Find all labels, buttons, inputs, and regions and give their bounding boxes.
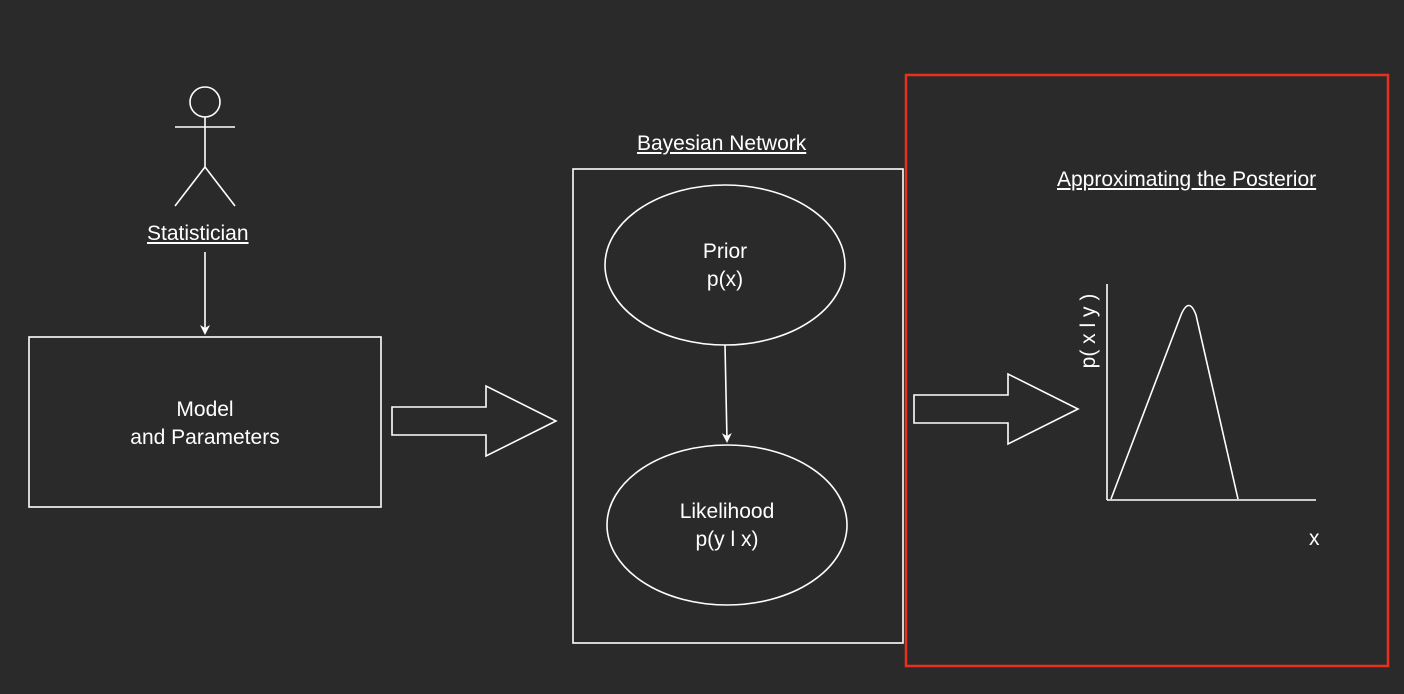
network-container — [572, 168, 904, 644]
likelihood-node — [606, 444, 848, 606]
likelihood-node-label: Likelihood p(y l x) — [607, 498, 847, 554]
posterior-plot-axes — [1106, 284, 1316, 501]
block-arrow-network-to-posterior — [913, 372, 1080, 446]
posterior-y-axis-label: p( x l y ) — [1077, 293, 1100, 369]
posterior-highlight-box — [904, 73, 1390, 668]
stick-figure-icon — [174, 86, 236, 207]
prior-line1: Prior — [702, 240, 748, 263]
model-box-line1: Model — [176, 398, 234, 421]
model-box-line2: and Parameters — [130, 426, 280, 449]
posterior-curve — [1110, 304, 1239, 500]
actor-label: Statistician — [147, 222, 249, 245]
block-arrow-model-to-network — [391, 384, 558, 458]
prior-node-label: Prior p(x) — [605, 238, 845, 294]
prior-to-likelihood-arrow — [721, 344, 732, 443]
model-box-label: Model and Parameters — [29, 396, 381, 452]
posterior-title: Approximating the Posterior — [1057, 168, 1317, 191]
prior-line2: p(x) — [706, 268, 744, 291]
posterior-x-axis-label: x — [1309, 527, 1320, 550]
likelihood-line2: p(y l x) — [695, 528, 759, 551]
likelihood-line1: Likelihood — [679, 500, 775, 523]
model-box — [28, 336, 382, 508]
network-title: Bayesian Network — [637, 132, 807, 155]
